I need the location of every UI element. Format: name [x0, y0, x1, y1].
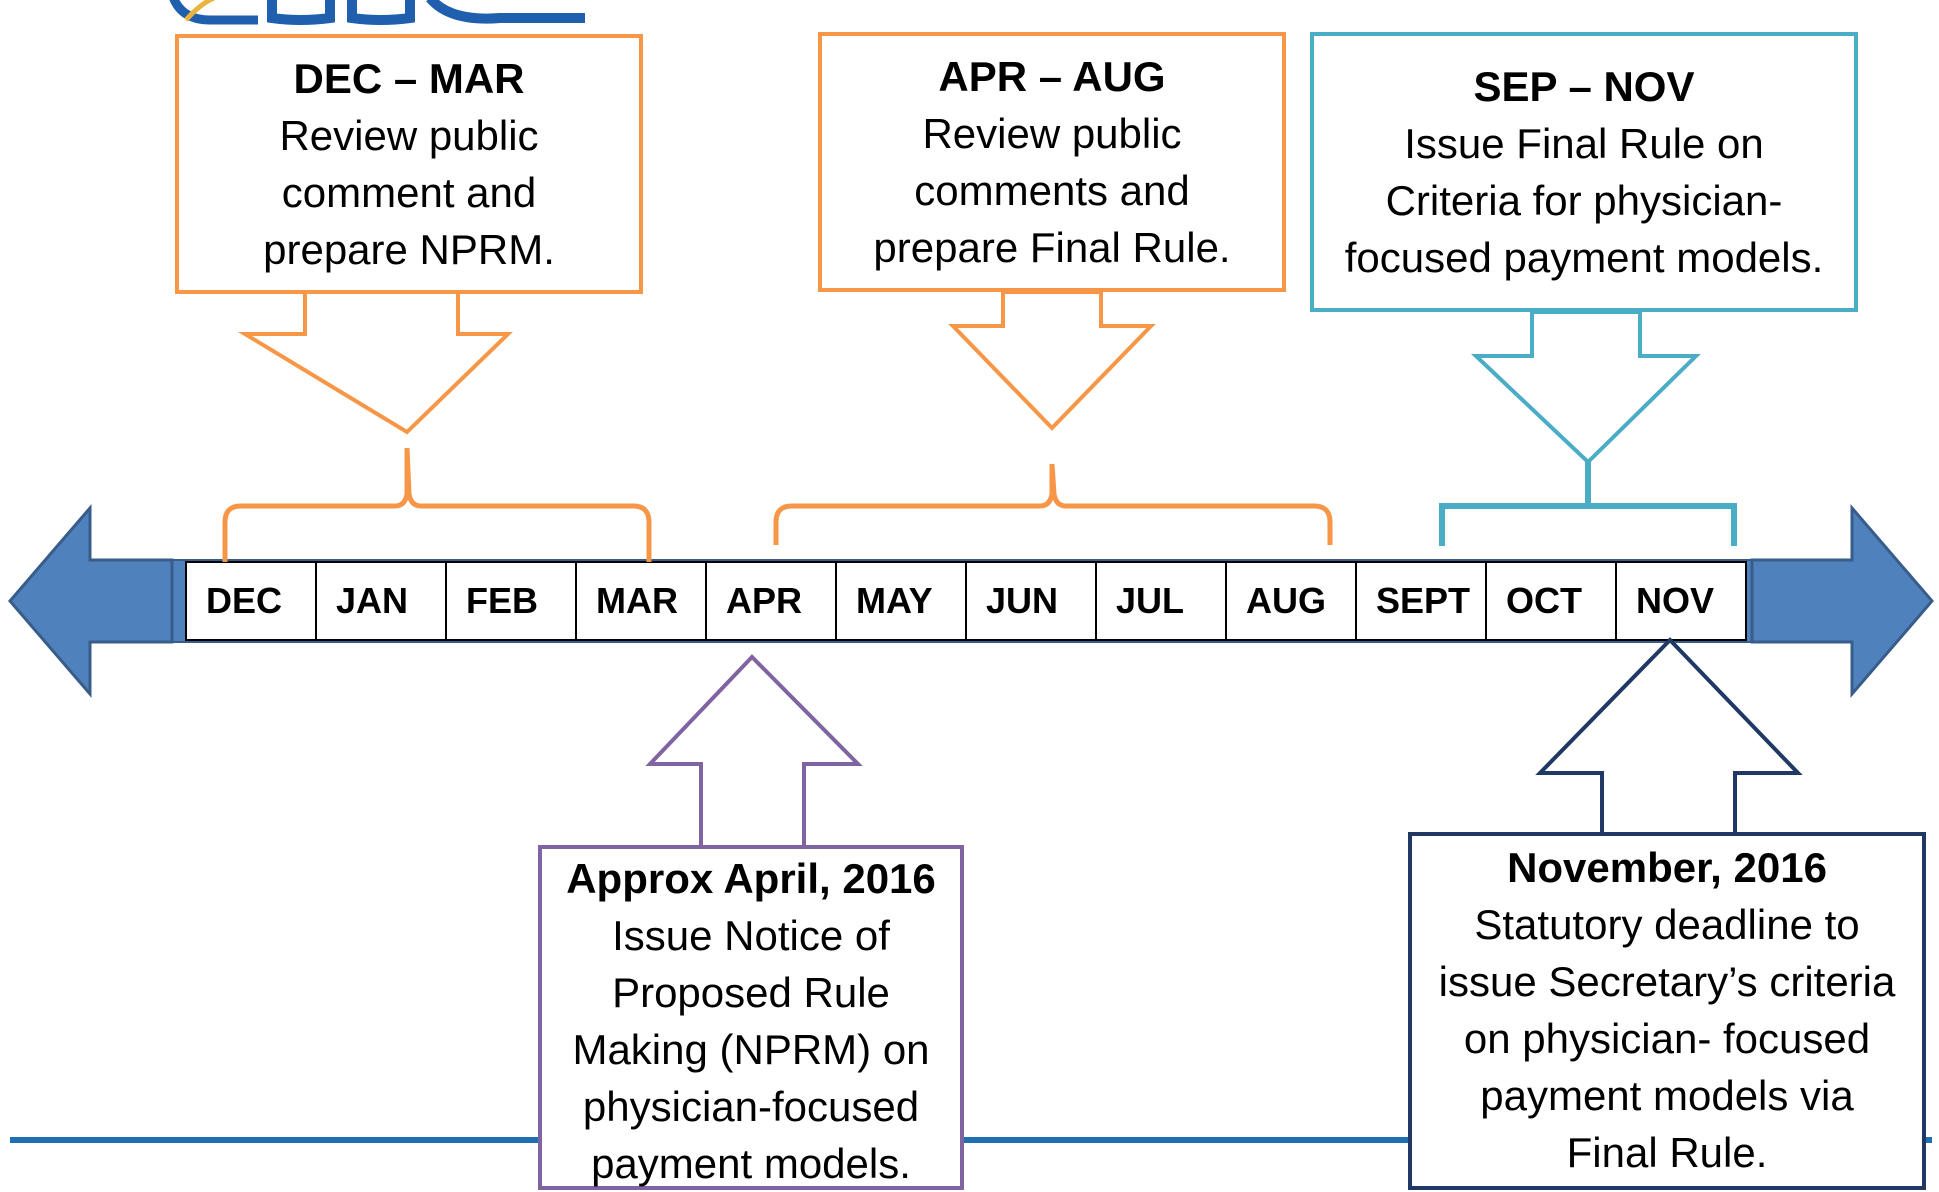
month-grid — [185, 561, 1747, 641]
month-label: MAR — [596, 580, 678, 621]
callout-line: Statutory deadline to — [1474, 901, 1860, 948]
callout-line: Proposed Rule — [612, 969, 890, 1016]
callout-line: Review public — [922, 109, 1182, 157]
callout-heading: APR – AUG — [938, 52, 1166, 100]
month-label: NOV — [1636, 580, 1715, 621]
callout-line: prepare NPRM. — [263, 225, 555, 273]
month-label: APR — [726, 580, 803, 621]
callout-heading: DEC – MAR — [293, 54, 525, 102]
callout-line: Final Rule. — [1566, 1129, 1768, 1176]
april-2016-up-arrow — [645, 654, 863, 849]
callout-line: Making (NPRM) on — [572, 1026, 930, 1073]
callout-heading: November, 2016 — [1507, 844, 1827, 891]
month-label: FEB — [466, 580, 538, 621]
month-label: JUN — [986, 580, 1059, 621]
callout-april-2016: Approx April, 2016 Issue Notice of Propo… — [538, 845, 964, 1190]
month-label: JUL — [1116, 580, 1185, 621]
dec-mar-down-arrow — [237, 290, 513, 435]
callout-line: Issue Final Rule on — [1404, 119, 1764, 167]
month-label: AUG — [1246, 580, 1326, 621]
month-label: DEC — [206, 580, 283, 621]
left-arrowhead — [8, 503, 174, 699]
callout-nov-2016: November, 2016 Statutory deadline to iss… — [1408, 832, 1926, 1190]
callout-line: comment and — [281, 168, 537, 216]
callout-heading: Approx April, 2016 — [566, 855, 936, 902]
dec-mar-brace — [222, 447, 652, 562]
callout-line: payment models via — [1480, 1072, 1854, 1119]
right-arrowhead — [1750, 503, 1934, 699]
callout-line: Criteria for physician- — [1385, 176, 1783, 224]
month-label: JAN — [336, 580, 409, 621]
nov-2016-up-arrow — [1535, 637, 1803, 836]
callout-line: physician-focused — [582, 1083, 920, 1130]
apr-aug-down-arrow — [948, 290, 1156, 431]
callout-apr-aug: APR – AUG Review public comments and pre… — [818, 32, 1286, 292]
callout-line: comments and — [914, 166, 1190, 214]
month-label: OCT — [1506, 580, 1582, 621]
callout-dec-mar: DEC – MAR Review public comment and prep… — [175, 34, 643, 294]
callout-heading: SEP – NOV — [1473, 62, 1695, 110]
logo-fragment — [169, 0, 585, 25]
callout-sep-nov: SEP – NOV Issue Final Rule on Criteria f… — [1310, 32, 1858, 312]
callout-line: issue Secretary’s criteria — [1438, 958, 1896, 1005]
callout-line: prepare Final Rule. — [873, 223, 1231, 271]
sep-nov-down-arrow — [1470, 310, 1701, 465]
callout-line: payment models. — [591, 1140, 911, 1187]
callout-line: Issue Notice of — [612, 912, 890, 959]
callout-line: on physician- focused — [1463, 1015, 1871, 1062]
month-label: SEPT — [1376, 580, 1471, 621]
callout-line: Review public — [279, 111, 539, 159]
month-label: MAY — [856, 580, 933, 621]
callout-line: focused payment models. — [1344, 233, 1824, 281]
apr-aug-brace — [773, 463, 1333, 545]
sep-nov-bracket — [1439, 460, 1737, 546]
